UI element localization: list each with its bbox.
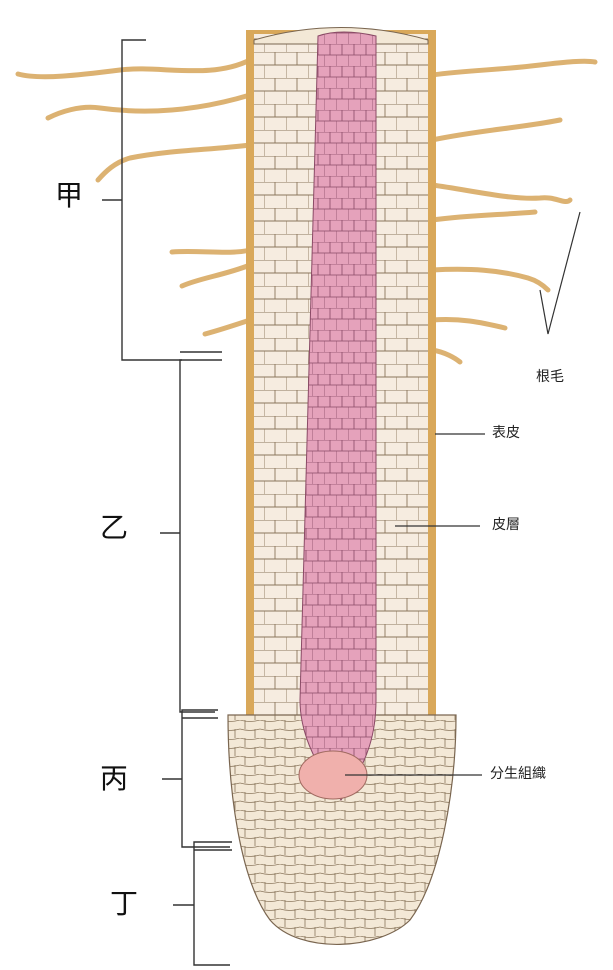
label-cortex: 皮層 [492, 518, 520, 532]
root-hairs-left [18, 60, 250, 334]
root-hairs-right [432, 61, 595, 362]
zone-label-yi: 乙 [100, 514, 128, 542]
zone-label-jia: 甲 [55, 182, 83, 210]
zone-label-ding: 丁 [110, 890, 138, 918]
zone-label-bing: 丙 [100, 765, 128, 793]
label-meristem: 分生組織 [490, 767, 546, 781]
root-body [228, 28, 456, 945]
label-root-hair: 根毛 [536, 370, 564, 384]
zone-brackets [102, 40, 232, 965]
label-epidermis: 表皮 [492, 426, 520, 440]
